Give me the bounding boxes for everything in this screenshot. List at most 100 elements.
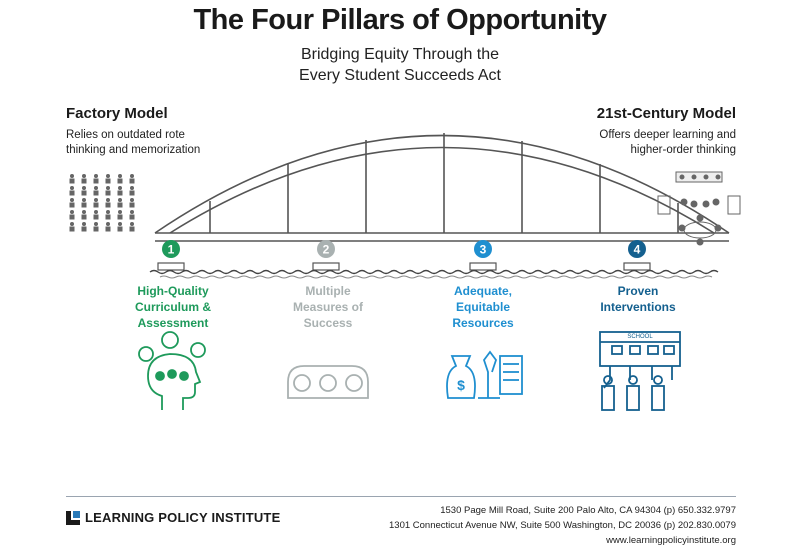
pillar-2-label-line: Multiple: [305, 284, 351, 298]
bridge-arch-inner: [169, 146, 715, 234]
student-figure: [94, 174, 98, 178]
modern-model-desc-2: higher-order thinking: [630, 144, 736, 156]
person-icon: [601, 385, 615, 411]
student-figure: [130, 186, 134, 190]
student-figure: [130, 210, 134, 214]
pillar-1-label: High-Quality Curriculum & Assessment: [108, 283, 238, 331]
student-desk: [69, 202, 75, 208]
pillar-2-label-line: Success: [303, 316, 353, 330]
pillar-1-label-line: Curriculum &: [134, 300, 211, 314]
student-figure: [70, 186, 74, 190]
student-figure: [70, 174, 74, 178]
address-palo-alto: 1530 Page Mill Road, Suite 200 Palo Alto…: [440, 505, 736, 516]
modern-desk-row: [675, 171, 723, 183]
bridge-arch-outer: [154, 134, 730, 234]
student-desk: [81, 214, 87, 220]
person-icon: [626, 385, 640, 411]
modern-side-table: [657, 195, 671, 215]
pillar-3-circle: [474, 240, 492, 258]
student-figure: [94, 222, 98, 226]
pillar-1-circle: [162, 240, 180, 258]
factory-model-desc-1: Relies on outdated rote: [66, 129, 185, 141]
computer-icon: [499, 355, 523, 395]
student-figure: [94, 186, 98, 190]
footer-divider: [66, 496, 736, 497]
student-desk: [69, 190, 75, 196]
student-figure: [94, 210, 98, 214]
person-icon: [651, 385, 665, 411]
student-figure: [106, 222, 110, 226]
modern-classroom-icon: [657, 171, 741, 246]
student-desk: [129, 214, 135, 220]
student-figure: [118, 210, 122, 214]
resources-icon: $: [446, 350, 523, 399]
pillar-base-3: [469, 262, 497, 271]
student-desk: [69, 226, 75, 232]
student-figure: [118, 222, 122, 226]
student-desk: [81, 178, 87, 184]
student-desk: [81, 202, 87, 208]
pillar-supports: [157, 262, 651, 271]
student-desk: [93, 226, 99, 232]
student-desk: [117, 214, 123, 220]
pillar-2-number: 2: [323, 243, 330, 257]
lpi-logo-icon: [66, 510, 80, 525]
student-desk: [117, 202, 123, 208]
student-desk: [117, 190, 123, 196]
gauges-icon: [287, 365, 369, 399]
pillar-base-4: [623, 262, 651, 271]
student-desk: [129, 178, 135, 184]
student-figure: [106, 210, 110, 214]
student-desk: [105, 178, 111, 184]
student-desk: [69, 214, 75, 220]
student-figure: [106, 174, 110, 178]
pillar-1-number: 1: [168, 243, 175, 257]
student-desk: [93, 190, 99, 196]
pillar-2-label: Multiple Measures of Success: [263, 283, 393, 331]
page-subtitle: Bridging Equity Through the Every Studen…: [0, 44, 800, 86]
org-name: LEARNING POLICY INSTITUTE: [85, 510, 281, 525]
school-support-icon: SCHOOL: [599, 331, 681, 411]
student-desk: [129, 202, 135, 208]
student-desk: [93, 214, 99, 220]
pillar-base-1: [157, 262, 185, 271]
student-figure: [130, 198, 134, 202]
pillar-2-circle: [317, 240, 335, 258]
subtitle-line-2: Every Student Succeeds Act: [299, 67, 501, 84]
pillar-3-label-line: Adequate,: [453, 284, 512, 298]
pillar-4-circle: [628, 240, 646, 258]
student-desk: [105, 202, 111, 208]
subtitle-line-1: Bridging Equity Through the: [300, 46, 500, 63]
modern-model-block: 21st-Century Model Offers deeper learnin…: [536, 105, 736, 158]
pillar-4-label-line: Proven: [617, 284, 659, 298]
pillar-4-number: 4: [634, 243, 641, 257]
student-desk: [105, 226, 111, 232]
factory-model-desc-2: thinking and memorization: [66, 144, 201, 156]
student-figure: [82, 186, 86, 190]
water-waves: [149, 269, 719, 275]
student-figure: [118, 186, 122, 190]
address-washington: 1301 Connecticut Avenue NW, Suite 500 Wa…: [389, 520, 736, 531]
school-building-icon: [599, 331, 681, 367]
pillar-base-2: [312, 262, 340, 271]
website-link[interactable]: www.learningpolicyinstitute.org: [606, 535, 736, 546]
student-desk: [117, 226, 123, 232]
student-desk: [129, 226, 135, 232]
pillar-1-label-line: Assessment: [137, 316, 209, 330]
student-desk: [93, 202, 99, 208]
pillar-3-label-line: Equitable: [455, 300, 510, 314]
student-desk: [129, 190, 135, 196]
bridge: [154, 133, 730, 242]
student-figure: [106, 186, 110, 190]
student-figure: [70, 210, 74, 214]
factory-model-title: Factory Model: [66, 105, 168, 122]
pillar-4-label-line: Interventions: [600, 300, 676, 314]
student-figure: [118, 198, 122, 202]
money-bag-icon: [446, 355, 476, 399]
svg-text:$: $: [457, 377, 465, 393]
pillar-2-label-line: Measures of: [292, 300, 364, 314]
factory-model-block: Factory Model Relies on outdated rote th…: [66, 105, 266, 158]
student-figure: [70, 222, 74, 226]
modern-side-table: [727, 195, 741, 215]
head-thoughts-icon: [138, 331, 206, 410]
